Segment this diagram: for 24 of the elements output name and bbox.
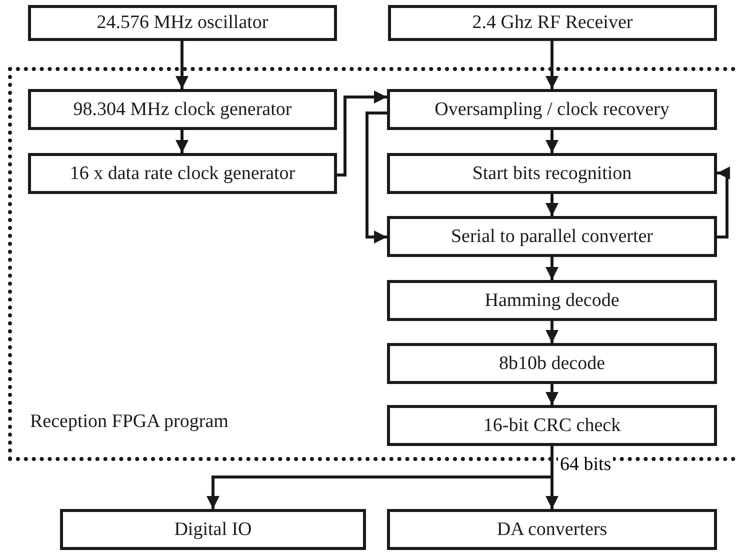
group-label: Reception FPGA program [30, 411, 228, 433]
arrow [176, 130, 188, 153]
arrow [546, 194, 558, 216]
process-box: 98.304 MHz clock generator [28, 89, 337, 130]
arrow [546, 257, 558, 280]
arrow [717, 166, 730, 238]
arrow [546, 130, 558, 153]
arrow [337, 90, 387, 176]
arrow [546, 41, 558, 89]
process-box: 2.4 Ghz RF Receiver [388, 5, 717, 41]
process-box: Start bits recognition [387, 153, 717, 194]
arrow [366, 112, 387, 244]
process-box: 16 x data rate clock generator [28, 153, 337, 194]
process-box: 24.576 MHz oscillator [28, 5, 337, 41]
process-box: 8b10b decode [387, 343, 717, 384]
process-box: Serial to parallel converter [387, 216, 717, 257]
arrow [546, 384, 558, 405]
arrow [176, 41, 188, 89]
process-box: Digital IO [60, 509, 366, 550]
arrow [546, 321, 558, 343]
process-box: DA converters [387, 509, 717, 550]
process-box: Oversampling / clock recovery [387, 89, 717, 130]
process-box: 16-bit CRC check [387, 405, 717, 446]
process-box: Hamming decode [387, 280, 717, 321]
